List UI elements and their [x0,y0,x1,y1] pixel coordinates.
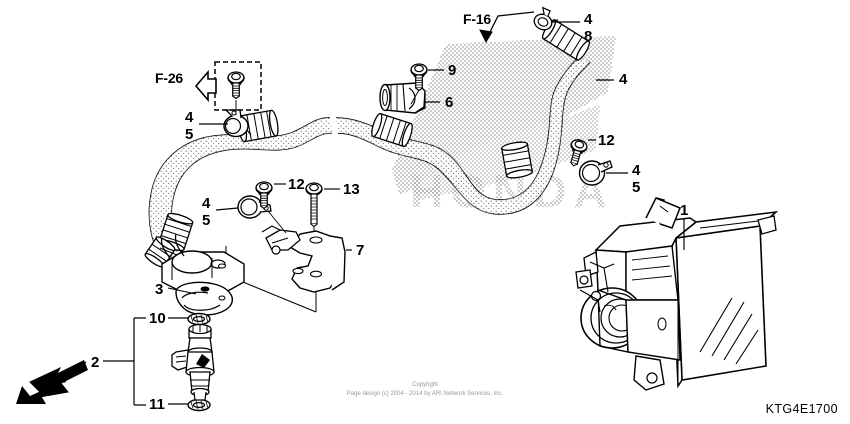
reference-mark-f16[interactable]: F-16 [463,11,491,27]
hose-coupling-lower-center [501,141,533,179]
f16-arrow-icon [479,29,493,44]
callout-13[interactable]: 13 [343,181,360,198]
o-ring-item11 [187,398,211,412]
callout-6[interactable]: 6 [445,94,454,111]
callout-7[interactable]: 7 [356,242,365,259]
hose-coupling-center [371,112,413,148]
fr-arrow-icon [16,360,88,404]
hose-clamp-right [578,160,613,186]
joint-fitting-top [533,6,591,61]
copyright-line-2: Page design (c) 2004 - 2014 by ARI Netwo… [346,391,504,397]
callout-4-hose-right[interactable]: 4 [619,71,628,88]
diagram-code: KTG4E1700 [765,402,838,416]
callout-3[interactable]: 3 [155,281,164,298]
f26-bolt [227,71,245,100]
callout-4-mid-left[interactable]: 4 [202,195,211,212]
callout-2[interactable]: 2 [91,354,100,371]
injector-gasket-item3 [175,281,233,316]
throttle-body-item1 [575,197,779,391]
callout-10[interactable]: 10 [149,310,166,327]
ref-f26-group [194,61,262,115]
stay-bracket-item7 [261,210,346,293]
callout-11[interactable]: 11 [149,396,165,413]
callout-1[interactable]: 1 [680,202,689,219]
callout-4-top-right[interactable]: 4 [584,11,593,28]
callout-4-right-clamp[interactable]: 4 [632,162,641,179]
fuel-injector-item2 [171,323,215,401]
callout-12-left[interactable]: 12 [288,176,305,193]
callout-leader-lines [167,21,685,405]
injector-holder [160,233,245,293]
callout-4-upper-left[interactable]: 4 [185,109,194,126]
hose-joint-item6 [379,63,428,114]
callout-5-mid-left[interactable]: 5 [202,212,211,229]
ref-f16-group [479,11,535,44]
f26-arrow-icon [194,69,217,103]
o-ring-item10 [187,312,211,326]
reference-mark-f26[interactable]: F-26 [155,70,183,86]
hex-flange-bolt-13 [305,182,323,249]
callout-8[interactable]: 8 [584,28,593,45]
callout-12-right[interactable]: 12 [598,132,615,149]
hose-clamp-top [533,6,559,31]
callout-5-upper-left[interactable]: 5 [185,126,194,143]
copyright-line-1: Copyright [412,382,438,388]
item2-group-bracket-ends [134,317,146,406]
callout-9[interactable]: 9 [448,62,457,79]
callout-5-right-clamp[interactable]: 5 [632,179,641,196]
